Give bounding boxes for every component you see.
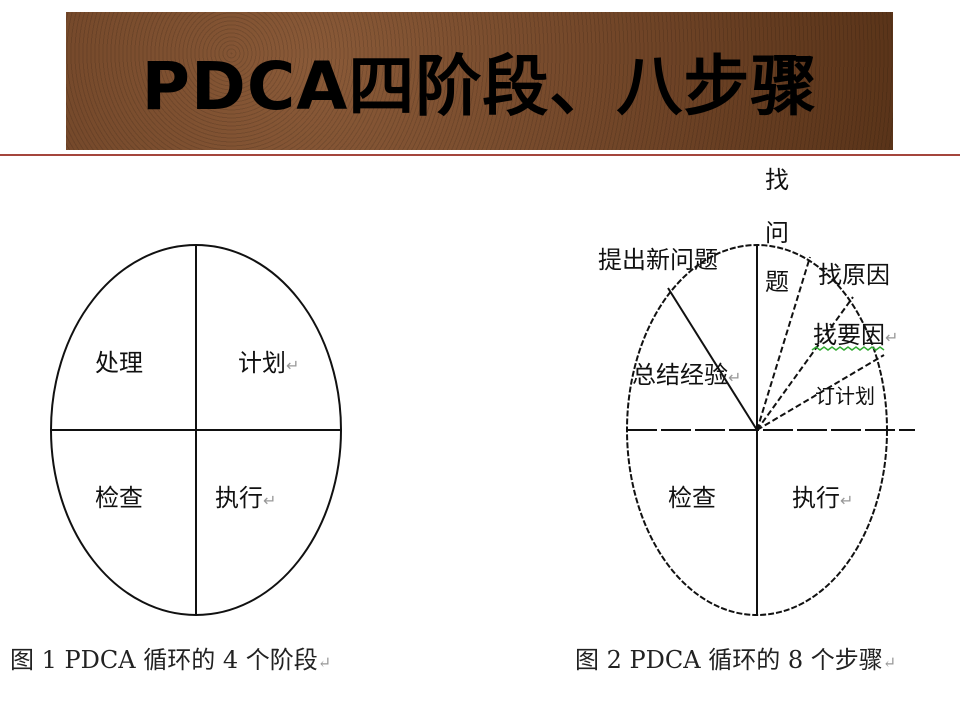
step-find-problem-3: 题	[765, 268, 789, 296]
step-summarize: 总结经验↵	[632, 355, 741, 390]
figure-1-caption: 图 1 PDCA 循环的 4 个阶段↵	[10, 640, 331, 675]
step-do: 执行↵	[792, 478, 853, 513]
slide-title: PDCA四阶段、八步骤	[141, 48, 818, 125]
figure-2-caption: 图 2 PDCA 循环的 8 个步骤↵	[575, 640, 896, 675]
label: 执行	[215, 484, 263, 512]
step-find-cause: 找原因	[818, 261, 890, 289]
eight-step-circle	[626, 244, 915, 616]
return-mark-icon: ↵	[317, 653, 332, 672]
return-mark-icon: ↵	[882, 653, 897, 672]
step-find-problem-1: 找	[765, 166, 789, 194]
title-banner: PDCA四阶段、八步骤	[66, 12, 893, 150]
return-mark-icon: ↵	[885, 328, 899, 347]
step-new-problem: 提出新问题	[598, 246, 718, 274]
four-stage-circle	[50, 244, 342, 616]
label: 总结经验	[632, 361, 728, 389]
quadrant-act: 处理	[95, 349, 143, 377]
label: 找要因	[813, 321, 885, 349]
step-check: 检查	[668, 484, 716, 512]
quadrant-do: 执行↵	[215, 478, 276, 513]
step-main-cause: 找要因↵	[813, 315, 898, 350]
step-find-problem-2: 问	[765, 219, 789, 247]
label: 执行	[792, 484, 840, 512]
label: 计划	[238, 349, 286, 377]
caption-text: 图 2 PDCA 循环的 8 个步骤	[575, 646, 883, 674]
step-plan: 订计划	[815, 384, 875, 408]
quadrant-plan: 计划↵	[238, 343, 299, 378]
return-mark-icon: ↵	[728, 368, 742, 387]
caption-text: 图 1 PDCA 循环的 4 个阶段	[10, 646, 318, 674]
return-mark-icon: ↵	[840, 491, 854, 510]
divider	[0, 154, 960, 156]
quadrant-check: 检查	[95, 484, 143, 512]
return-mark-icon: ↵	[286, 356, 300, 375]
return-mark-icon: ↵	[263, 491, 277, 510]
